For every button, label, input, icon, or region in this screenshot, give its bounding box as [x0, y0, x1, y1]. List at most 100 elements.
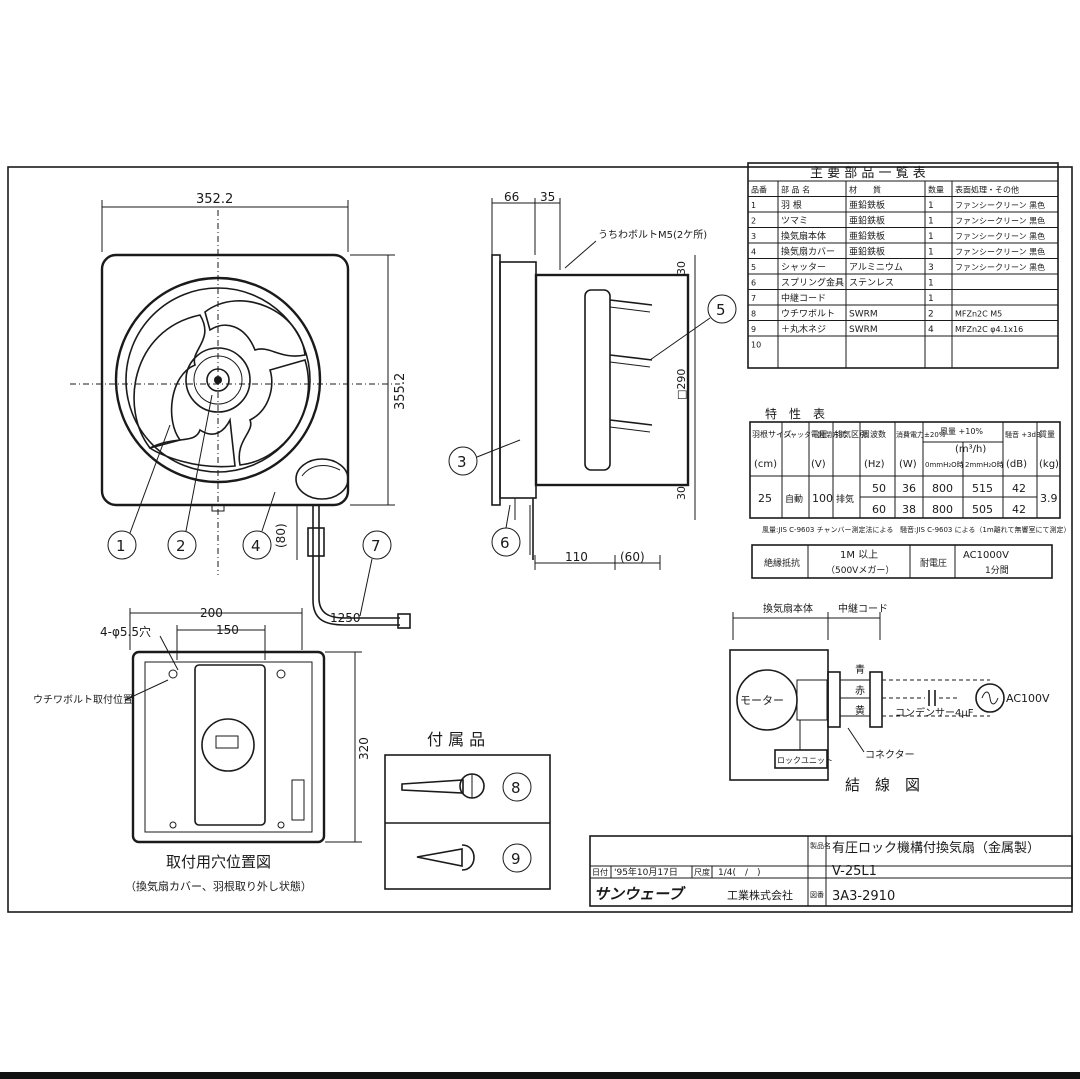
sheet-frame	[7, 166, 1073, 913]
parts-table-title: 主 要 部 品 一 覧 表	[810, 165, 926, 181]
dim-height: 355.2	[393, 373, 408, 410]
spec-r2-q0: 800	[932, 503, 953, 516]
company-suffix: 工業株式会社	[727, 888, 793, 902]
spec-h-airflow-unit: (m³/h)	[955, 444, 986, 455]
spec-h-noise: 騒音 +3dB	[1005, 430, 1041, 439]
parts-table-frame	[747, 162, 1059, 369]
spec-h-weight: 質量	[1039, 429, 1055, 439]
parts-cell: ファンシークリーン 黒色	[955, 262, 1045, 272]
dim-cord-length: 1250	[330, 611, 361, 625]
parts-cell: ファンシークリーン 黒色	[955, 200, 1045, 210]
dim-110: 110	[565, 550, 588, 564]
drawing-label: 図番	[810, 891, 824, 899]
shutter-frame	[584, 289, 611, 471]
hole-note: 4-φ5.5穴	[100, 624, 151, 639]
parts-cell: 亜鉛鉄板	[849, 246, 885, 258]
bottom-band	[0, 1072, 1080, 1079]
hole-4	[277, 821, 285, 829]
wire-red: 赤	[855, 685, 865, 697]
product-name: 有圧ロック機構付換気扇（金属製）	[832, 840, 1040, 856]
side-housing	[534, 273, 690, 487]
parts-cell: 1	[928, 201, 934, 211]
parts-cell: 1	[928, 248, 934, 258]
dim-290: □290	[675, 369, 688, 400]
insulation-table: 絶縁抵抗 1M 以上 （500Vメガー） 耐電圧 AC1000V 1分間	[751, 544, 1053, 579]
spec-h-size: 羽根サイズ	[752, 429, 792, 439]
parts-cell: 亜鉛鉄板	[849, 199, 885, 211]
parts-cell: シャッター	[781, 262, 826, 273]
parts-cell: 1	[928, 217, 934, 227]
spec-r2-w: 38	[902, 503, 916, 516]
parts-header-cell: 部 品 名	[781, 185, 810, 195]
dim-cord-drop: (80)	[274, 523, 288, 548]
spec-note-right: 騒音:JIS C-9603 による（1m離れて無響室にて測定）	[900, 525, 1070, 534]
spec-r2-db: 42	[1012, 503, 1026, 516]
parts-cell: 亜鉛鉄板	[849, 215, 885, 227]
spec-h-size-unit: (cm)	[754, 459, 777, 470]
parts-cell: SWRM	[849, 310, 878, 320]
parts-cell: 6	[751, 279, 756, 288]
mount-view: 200 150 4-φ5.5穴 ウチワボルト取付位置 320 取付用穴位置図 （…	[33, 606, 371, 893]
ac-source	[975, 683, 1005, 713]
hub-nut	[206, 368, 230, 392]
parts-cell: ファンシークリーン 黒色	[955, 231, 1045, 241]
spec-h-noise-unit: (dB)	[1006, 459, 1027, 470]
parts-cell: ファンシークリーン 黒色	[955, 247, 1045, 257]
spec-h-shutter: シャッター開閉方式	[783, 430, 846, 439]
spec-table: 特 性 表 羽根サイズ (cm) シャッター開閉方式 電圧 (V) 排気区別 周…	[749, 406, 1070, 534]
parts-cell: 1	[928, 294, 934, 304]
parts-cell: ＋丸木ネジ	[781, 323, 826, 335]
callout-3: 3	[448, 439, 521, 476]
spec-h-freq-unit: (Hz)	[864, 459, 885, 470]
parts-cell: ツマミ	[781, 217, 808, 227]
spec-h-voltage: 電圧	[811, 430, 827, 439]
connector-left	[827, 671, 841, 728]
lock-unit-label: ロックユニット	[777, 756, 833, 765]
svg-text:8: 8	[511, 779, 521, 797]
title-block: 製品名 有圧ロック機構付換気扇（金属製） V-25L1 日付 '95年10月17…	[589, 835, 1073, 907]
parts-cell: 5	[751, 263, 756, 272]
parts-cell: MFZn2C φ4.1x16	[955, 325, 1023, 334]
insulation-volt-sub: 1分間	[985, 565, 1009, 576]
svg-text:7: 7	[371, 537, 381, 555]
accessories-box	[384, 754, 551, 890]
parts-cell: 1	[751, 201, 756, 210]
ac-label: AC100V	[1006, 692, 1050, 705]
insulation-volt-value: AC1000V	[963, 550, 1009, 561]
parts-cell: 1	[928, 232, 934, 242]
parts-cell: 4	[928, 325, 934, 335]
svg-text:9: 9	[511, 850, 521, 868]
accessory-8	[502, 772, 532, 802]
parts-cell: 4	[751, 248, 756, 257]
parts-cell: 3	[751, 232, 756, 241]
fan-ring-inner	[125, 287, 311, 473]
spec-h-voltage-unit: (V)	[811, 459, 826, 470]
hole-2	[276, 669, 286, 679]
hole-3	[169, 821, 177, 829]
cord-plug	[307, 527, 325, 557]
scale-label: 尺度	[694, 867, 710, 877]
spec-title: 特 性 表	[765, 406, 825, 421]
mount-opening	[194, 664, 266, 826]
screw-drawing	[416, 848, 463, 867]
blade-3	[238, 359, 310, 466]
title-block-frame	[589, 835, 1073, 907]
svg-text:2: 2	[176, 537, 186, 555]
callout-7: 7	[359, 530, 392, 617]
svg-text:6: 6	[500, 534, 510, 552]
spec-h-airflow: 風量 +10%	[940, 427, 983, 436]
spec-size: 25	[758, 492, 772, 505]
parts-cell: 亜鉛鉄板	[849, 230, 885, 242]
blade-2	[204, 300, 306, 357]
company-logo: サンウェーブ	[594, 885, 686, 903]
dim-width: 352.2	[196, 192, 233, 207]
dim-35: 35	[540, 190, 555, 204]
drawing-number: 3A3-2910	[832, 889, 895, 904]
parts-cell: ウチワボルト	[781, 309, 835, 320]
parts-cell: 8	[751, 310, 756, 319]
accessory-9	[502, 843, 532, 873]
wire-yellow: 黄	[855, 704, 865, 717]
bolt-position: ウチワボルト取付位置	[33, 693, 133, 706]
